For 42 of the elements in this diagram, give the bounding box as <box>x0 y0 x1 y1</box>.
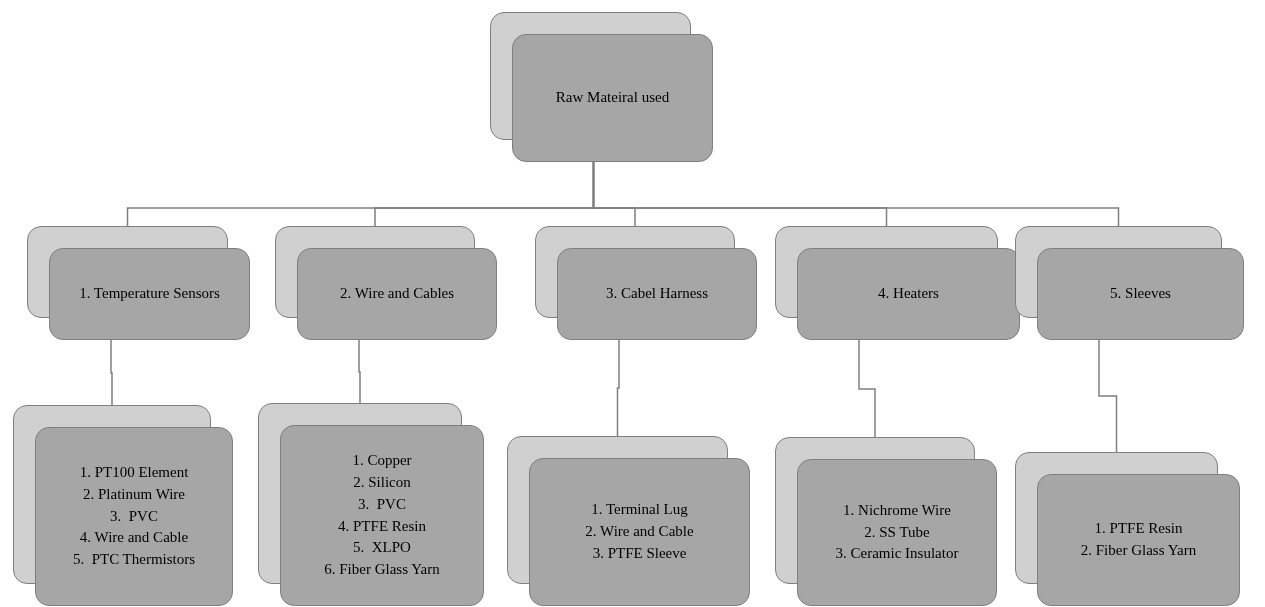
item-text: 4. Heaters <box>878 284 939 304</box>
item-text: 3. Cabel Harness <box>605 284 709 304</box>
item-text: 5. XLPO <box>353 538 411 558</box>
stacked-box <box>490 12 713 162</box>
item-text: 5. Sleeves <box>1110 284 1171 304</box>
connector-line <box>110 339 113 406</box>
item-text: 2. Fiber Glass Yarn <box>1080 541 1197 560</box>
item-text: 4. PTFE Resin <box>338 516 426 536</box>
item-text: 2. Wire and Cables <box>339 284 455 304</box>
stacked-box <box>775 226 1020 340</box>
item-text: 1. PT100 Element <box>79 463 189 483</box>
connector-line <box>1098 339 1118 453</box>
item-text: 4. Wire and Cable <box>79 528 189 548</box>
item-text: 3. Ceramic Insulator <box>835 544 959 564</box>
item-text: 2. SS Tube <box>864 522 930 542</box>
stacked-box <box>1015 226 1244 340</box>
stacked-box <box>258 403 484 606</box>
item-text: 6. Fiber Glass Yarn <box>324 560 440 579</box>
item-text: 2. Platinum Wire <box>83 484 185 504</box>
stacked-box <box>775 437 997 606</box>
connector-line <box>358 339 361 404</box>
item-text: Raw Mateiral used <box>555 88 670 108</box>
item-text: 1. PTFE Resin <box>1094 519 1183 539</box>
connector-line <box>592 161 1120 227</box>
item-text: 5. PTC Thermistors <box>72 550 196 570</box>
item-text: 3. PVC <box>358 494 406 514</box>
connector-line <box>616 339 620 437</box>
stacked-box <box>535 226 757 340</box>
stacked-box <box>275 226 497 340</box>
item-text: 1. Copper <box>352 451 412 471</box>
item-text: 2. Silicon <box>353 473 411 492</box>
stacked-box <box>507 436 750 606</box>
item-text: 3. PTFE Sleeve <box>592 543 687 563</box>
item-text: 2. Wire and Cable <box>585 522 694 542</box>
item-text: 3. PVC <box>110 506 158 526</box>
item-text: 1. Nichrome Wire <box>843 500 951 520</box>
stacked-box <box>1015 452 1240 606</box>
item-text: 1. Temperature Sensors <box>79 284 220 304</box>
connector-line <box>858 339 876 438</box>
stacked-box <box>27 226 250 340</box>
stacked-box <box>13 405 233 606</box>
item-text: 1. Terminal Lug <box>591 500 688 520</box>
